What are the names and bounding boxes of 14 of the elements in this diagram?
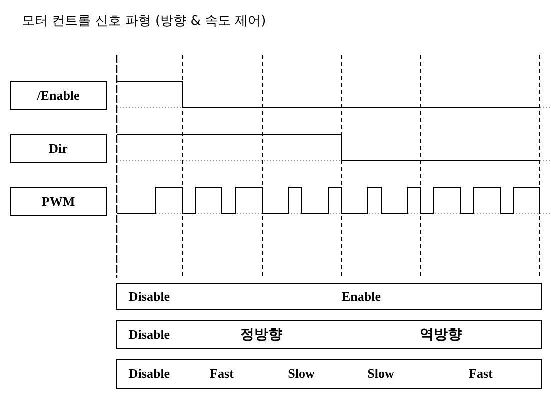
diagram-title: 모터 컨트롤 신호 파형 (방향 & 속도 제어): [22, 13, 266, 30]
table-cell: Enable: [182, 283, 542, 310]
table-cell: Fast: [182, 359, 263, 389]
table-cell: Disable: [116, 320, 183, 349]
signal-name-box: Dir: [10, 134, 107, 163]
signal-name-box: /Enable: [10, 81, 107, 110]
table-cell: Fast: [421, 359, 542, 389]
table-cell: Slow: [262, 359, 342, 389]
table-cell: 역방향: [341, 320, 542, 349]
table-cell: 정방향: [182, 320, 342, 349]
table-cell: Disable: [116, 359, 183, 389]
table-cell: Disable: [116, 283, 183, 310]
table-cell: Slow: [341, 359, 422, 389]
signal-name-box: PWM: [10, 187, 107, 216]
